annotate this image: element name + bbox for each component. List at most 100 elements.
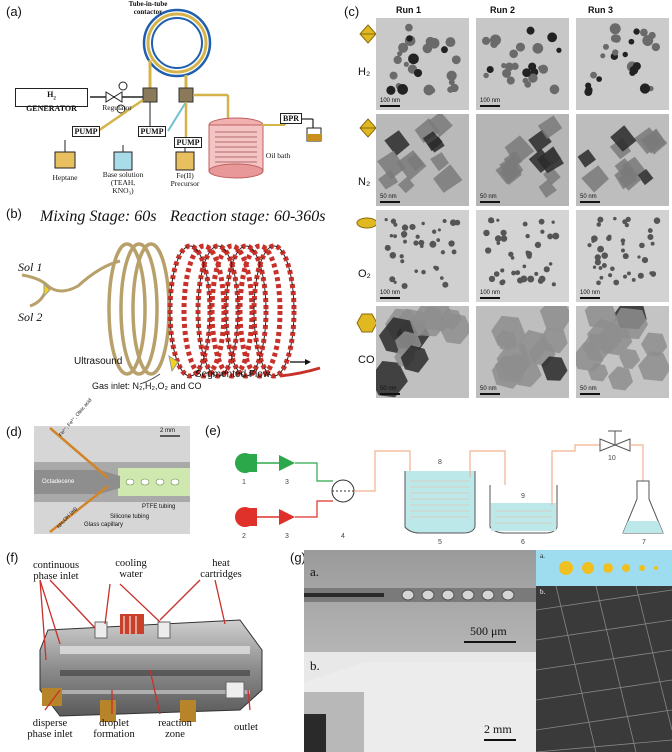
- reaction-stage-title: Reaction stage: 60-360s: [170, 208, 326, 225]
- coil-reactor: [21, 242, 321, 385]
- scale-bar-label: 50 nm: [480, 194, 497, 200]
- panel-d-label: (d): [6, 424, 22, 439]
- device-photo: [39, 579, 263, 722]
- label-2: 2: [242, 533, 246, 540]
- panel-c: (c) Run 1 Run 2 Run 3 H₂ N₂ O₂ CO 100 nm…: [340, 0, 672, 410]
- base-solution-label: Base solution(TEAH,KNO₃): [102, 170, 144, 195]
- tem-image-co-run-1: 50 nm: [376, 306, 469, 398]
- run-3-header: Run 3: [588, 5, 614, 15]
- precursor-label: Fe(II)Precursor: [170, 171, 200, 188]
- scale-2mm-d: 2 mm: [160, 428, 175, 434]
- label-1: 1: [242, 479, 246, 486]
- pump-base: PUMP: [138, 126, 166, 137]
- scale-bar-label: 100 nm: [580, 290, 601, 296]
- panel-b: (b) Mixing Stage: 60s Reaction stage: 60…: [0, 206, 350, 396]
- bpr-box: BPR: [280, 113, 302, 124]
- scale-bar: [380, 201, 400, 203]
- scale-bar-label: 100 nm: [480, 290, 501, 296]
- scale-bar-label: 100 nm: [480, 98, 501, 104]
- octahedron-icon-h2: [359, 24, 377, 44]
- gas-o2: O₂: [358, 268, 371, 280]
- scale-bar: [580, 297, 600, 299]
- outlet-label: outlet: [234, 722, 258, 733]
- gas-h2: H₂: [358, 66, 371, 78]
- tem-image-h2-run-2: 100 nm: [476, 18, 569, 110]
- panel-e: (e): [205, 415, 672, 555]
- inset-b-label: b.: [540, 588, 546, 596]
- panel-c-label: (c): [344, 4, 360, 19]
- tem-image-co-run-2: 50 nm: [476, 306, 569, 398]
- tem-image-h2-run-1: 100 nm: [376, 18, 469, 110]
- capillary-device: [34, 426, 190, 534]
- heptane-label: Heptane: [52, 173, 78, 182]
- panel-e-label: (e): [205, 423, 221, 438]
- sol1-label: Sol 1: [18, 260, 43, 274]
- sol2-label: Sol 2: [18, 310, 43, 324]
- scale-bar: [580, 393, 600, 395]
- tem-image-n2-run-2: 50 nm: [476, 114, 569, 206]
- panel-g-label: (g): [290, 550, 306, 565]
- scale-bar: [380, 297, 400, 299]
- mixing-stage-title: Mixing Stage: 60s: [40, 208, 157, 225]
- gas-n2: N₂: [358, 176, 371, 188]
- micrograph-b: b. 2 mm: [304, 652, 536, 752]
- flow-setup-diagram: [235, 430, 664, 534]
- tem-image-n2-run-1: 50 nm: [376, 114, 469, 206]
- pump-precursor: PUMP: [174, 137, 202, 148]
- scale-bar: [480, 297, 500, 299]
- label-4: 4: [341, 533, 345, 540]
- inset-a-label: a.: [540, 552, 545, 560]
- run-2-header: Run 2: [490, 5, 516, 15]
- tem-image-grid: 100 nm 100 nm 50 nm 50 nm 50 nm 100 nm 100 nm 1…: [376, 18, 669, 406]
- scale-bar: [580, 201, 600, 203]
- scale-bar: [480, 393, 500, 395]
- label-7: 7: [642, 539, 646, 546]
- run-1-header: Run 1: [396, 5, 422, 15]
- continuous-phase-inlet-label: continuous phase inlet: [32, 560, 80, 582]
- tem-image-o2-run-3: 100 nm: [576, 210, 669, 302]
- ptfe-label: PTFE tubing: [142, 504, 176, 510]
- regulator-label: Regulator: [102, 103, 132, 112]
- scale-bar-label: 50 nm: [580, 386, 597, 392]
- panel-a-label: (a): [6, 4, 22, 19]
- gas-co: CO: [358, 354, 375, 366]
- plate-icon-o2: [356, 217, 378, 229]
- scale-bar-label: 50 nm: [380, 194, 397, 200]
- panel-b-label: (b): [6, 206, 22, 221]
- label-10: 10: [608, 455, 616, 462]
- cooling-water-label: cooling water: [115, 558, 147, 580]
- ultrasound-label: Ultrasound: [74, 356, 123, 367]
- gas-inlet-label: Gas inlet: N₂,H₂,O₂ and CO: [92, 381, 202, 391]
- scale-bar-label: 100 nm: [380, 290, 401, 296]
- scale-bar-label: 50 nm: [380, 386, 397, 392]
- panel-g: (g) a. 500 μm b. 2 mm: [290, 550, 672, 752]
- tem-image-n2-run-3: 50 nm: [576, 114, 669, 206]
- label-5: 5: [438, 539, 442, 546]
- panel-f-label: (f): [6, 550, 19, 565]
- scale-bar: [380, 393, 400, 395]
- scale-bar: [480, 105, 500, 107]
- pump-heptane: PUMP: [72, 126, 100, 137]
- hexagon-icon-co: [356, 313, 378, 333]
- panel-f: (f) continuous phase inlet cooling water…: [0, 550, 290, 752]
- segmented-flow-label: Segmented Flow: [195, 369, 271, 380]
- disperse-phase-inlet-label: disperse phase inlet: [27, 718, 73, 740]
- heat-cartridges-label: heat cartridges: [200, 558, 242, 580]
- capillary-label: Glass capillary: [84, 522, 124, 528]
- label-9: 9: [521, 493, 525, 500]
- micrograph-b-label: b.: [310, 658, 320, 673]
- tem-image-o2-run-2: 100 nm: [476, 210, 569, 302]
- flow-schematic: [54, 8, 322, 179]
- micrograph-a-label: a.: [310, 564, 320, 579]
- oil-bath-label: Oil bath: [265, 151, 291, 160]
- label-3-green: 3: [285, 479, 289, 486]
- scale-bar: [480, 201, 500, 203]
- contactor-label: Tube-in-tube contactor: [128, 0, 168, 16]
- label-8: 8: [438, 459, 442, 466]
- scale-2mm-g: 2 mm: [484, 722, 512, 736]
- scale-500um: 500 μm: [470, 624, 507, 638]
- scale-bar-label: 100 nm: [380, 98, 401, 104]
- scale-bar-label: 50 nm: [480, 386, 497, 392]
- octadecene-label: Octadecene: [42, 479, 75, 485]
- label-3-red: 3: [285, 533, 289, 540]
